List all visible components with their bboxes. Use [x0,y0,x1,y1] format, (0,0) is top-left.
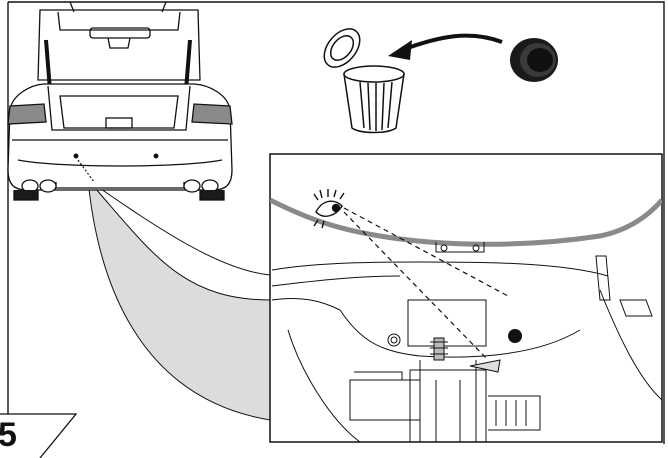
page-frame [7,1,665,444]
detail-view [269,153,663,443]
waste-bin-icon [323,28,405,134]
callout-wedge-top [87,179,271,276]
callout-wedge [87,178,271,421]
page-number: 5 [0,416,17,454]
rubber-plug-icon [510,38,558,82]
sight-line-icon [343,207,509,361]
arrow-icon [388,33,503,60]
eye-icon [313,189,345,229]
pointer-dots [77,159,95,183]
drain-hole [508,329,522,343]
boot-seal [270,197,662,247]
page-tab [0,413,78,458]
car-rear-view-icon [7,1,233,201]
